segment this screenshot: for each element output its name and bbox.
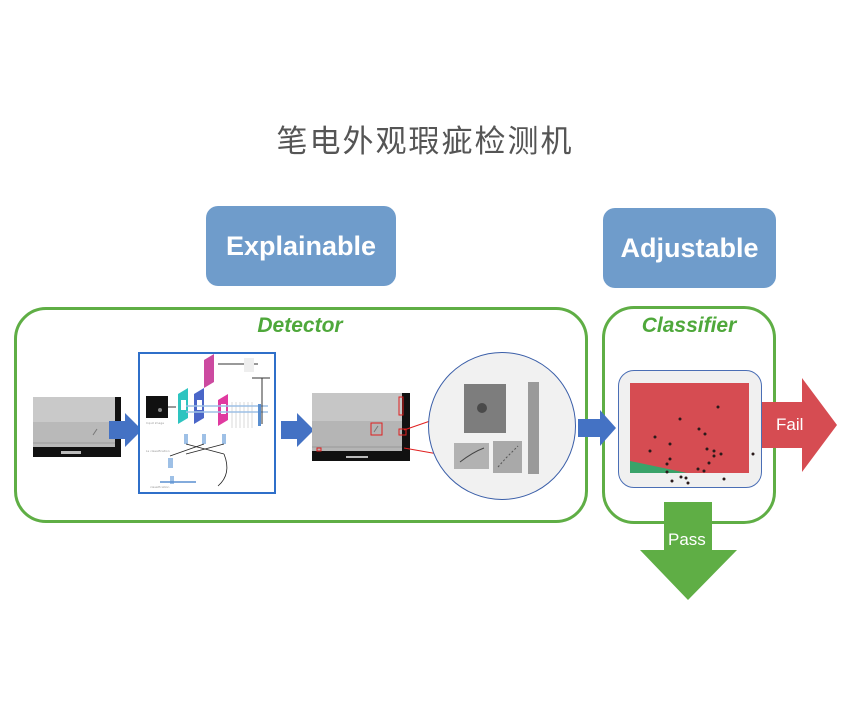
classifier-decision-plot [618,370,762,488]
explainable-label: Explainable [225,230,377,261]
explainable-tag: Explainable [206,206,396,286]
adjustable-label: Adjustable [620,232,759,263]
page-title: 笔电外观瑕疵检测机 [276,124,574,160]
arrow-to-network [109,413,143,447]
fail-label: Fail [776,415,804,434]
fail-arrow: Fail [762,378,838,472]
detection-result-image [312,393,410,461]
adjustable-tag: Adjustable [603,208,776,288]
svg-text:Ls classification: Ls classification [146,449,170,453]
arrow-to-detection [281,413,315,447]
detector-label: Detector [257,314,343,337]
pass-label: Pass [668,530,706,549]
network-architecture-diagram: Input image Ls classification classificat… [138,352,276,494]
detector-group [14,307,588,523]
arrow-to-classifier [578,410,618,446]
svg-text:classification: classification [150,485,170,489]
svg-text:Input image: Input image [146,421,164,425]
classifier-label: Classifier [641,314,737,337]
input-laptop-image [33,397,121,457]
defect-crops-circle [428,352,576,500]
pass-arrow: Pass [640,502,740,602]
